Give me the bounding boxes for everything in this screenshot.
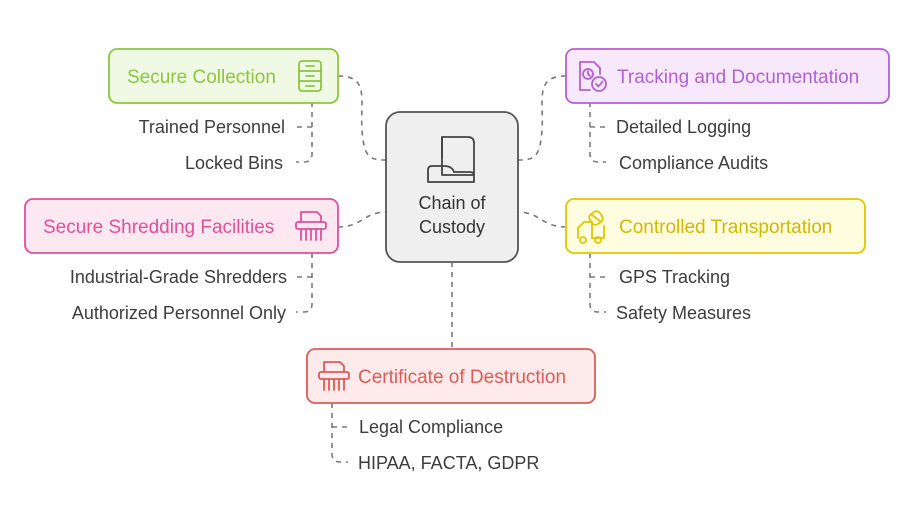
connector-transport <box>517 211 567 228</box>
tracking-item-1: Detailed Logging <box>616 117 751 137</box>
connector-tracking <box>517 75 567 161</box>
connectors <box>296 75 606 463</box>
shredding-box <box>24 198 339 254</box>
connector-secure-collection <box>337 75 387 161</box>
document-hand-icon <box>427 136 475 183</box>
tracking-title: Tracking and Documentation <box>617 67 859 88</box>
center-title-line1: Chain of <box>418 193 486 213</box>
node-secure-collection: Secure Collection Trained Personnel Lock… <box>108 48 339 173</box>
center-node: Chain of Custody <box>385 111 519 263</box>
node-tracking: Tracking and Documentation Detailed Logg… <box>565 48 890 173</box>
transport-item-2: Safety Measures <box>616 303 751 323</box>
node-shredding: Secure Shredding Facilities Industrial-G… <box>24 198 339 323</box>
tracking-item-2: Compliance Audits <box>619 153 768 173</box>
shredder-icon <box>318 361 350 391</box>
transport-title: Controlled Transportation <box>619 217 832 238</box>
bracket-transport <box>589 253 606 313</box>
storage-cabinet-icon <box>298 60 322 92</box>
bracket-secure-collection <box>296 102 313 163</box>
secure-collection-title: Secure Collection <box>127 67 276 88</box>
certificate-title: Certificate of Destruction <box>358 367 566 388</box>
transport-box <box>565 198 866 254</box>
bracket-shredding <box>296 253 313 313</box>
node-transport: Controlled Transportation GPS Tracking S… <box>565 198 866 323</box>
certificate-box <box>306 348 596 404</box>
certificate-item-1: Legal Compliance <box>359 417 503 437</box>
secure-collection-item-1: Trained Personnel <box>139 117 285 137</box>
node-certificate: Certificate of Destruction Legal Complia… <box>306 348 596 473</box>
center-title-line2: Custody <box>419 217 485 237</box>
secure-collection-item-2: Locked Bins <box>185 153 283 173</box>
shredding-item-2: Authorized Personnel Only <box>72 303 286 323</box>
tracking-box <box>565 48 890 104</box>
certificate-item-2: HIPAA, FACTA, GDPR <box>358 453 539 473</box>
bracket-tracking <box>589 102 606 163</box>
shredding-title: Secure Shredding Facilities <box>43 217 274 238</box>
transport-item-1: GPS Tracking <box>619 267 730 287</box>
connector-shredding <box>337 211 387 228</box>
truck-icon <box>577 210 605 244</box>
center-box <box>385 111 519 263</box>
shredder-icon <box>295 211 327 241</box>
shredding-item-1: Industrial-Grade Shredders <box>70 267 287 287</box>
bracket-certificate <box>331 403 348 463</box>
secure-collection-box <box>108 48 339 104</box>
document-check-icon <box>579 61 607 92</box>
